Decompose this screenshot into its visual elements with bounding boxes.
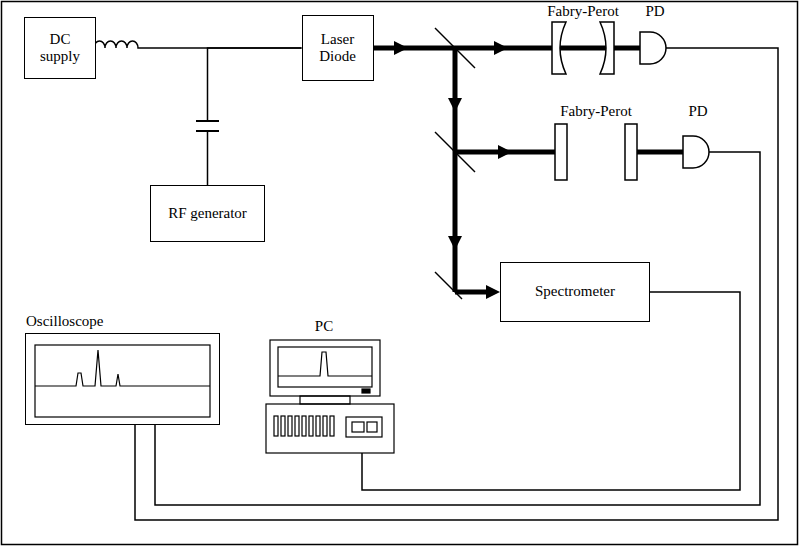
signal-wire: [135, 48, 778, 520]
flat-mirror: [555, 124, 637, 180]
laser-beam: [370, 48, 685, 292]
curved-mirror: [552, 22, 614, 74]
oscilloscope-box: Oscilloscope: [25, 333, 220, 425]
detector-label: PD: [645, 3, 664, 20]
component-label: PC: [315, 318, 333, 335]
photodiode-symbol: [640, 32, 709, 168]
dc-supply-box: DC supply: [24, 17, 96, 79]
component-label: Fabry-Perot: [547, 3, 619, 20]
wire-connector: [208, 48, 302, 185]
box-label: RF generator: [168, 205, 247, 222]
component-label: Fabry-Perot: [560, 103, 632, 120]
spectrometer-box: Spectrometer: [500, 262, 650, 322]
beam-splitter: [435, 28, 475, 299]
beam-arrowhead: [394, 41, 512, 299]
oscilloscope-screen: [35, 345, 210, 417]
pc-icon: [266, 340, 394, 453]
box-label: Laser Diode: [308, 31, 368, 66]
laser-diode-box: Laser Diode: [302, 15, 374, 81]
inductor-symbol: [94, 36, 141, 50]
detector-label: PD: [688, 103, 707, 120]
box-heading: Oscilloscope: [26, 313, 103, 330]
rf-generator-box: RF generator: [150, 185, 265, 242]
box-label: Spectrometer: [535, 283, 615, 300]
box-label: DC supply: [30, 31, 90, 66]
capacitor-symbol: [196, 121, 219, 131]
